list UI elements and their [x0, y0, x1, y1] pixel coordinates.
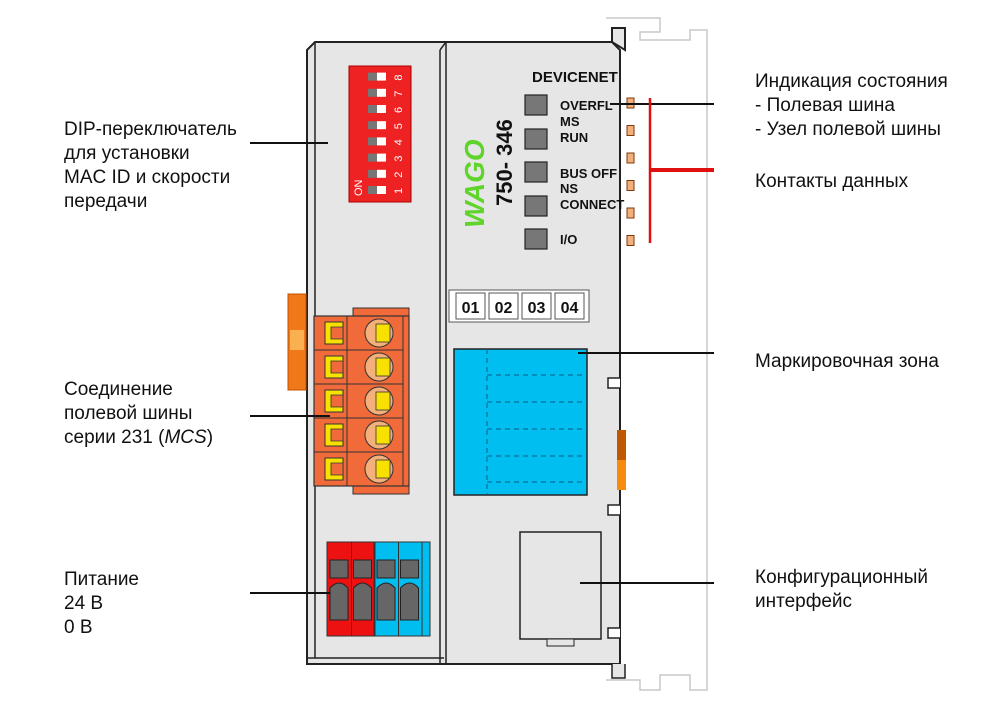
- dip-lever-3: [377, 153, 386, 162]
- led-label-ns: NS: [560, 181, 578, 196]
- bus-name-label: DEVICENET: [532, 69, 618, 86]
- dip-lever-off-8: [368, 72, 377, 81]
- dip-lever-1: [377, 186, 386, 194]
- power-terminals: [326, 541, 431, 637]
- led-label-connect: CONNECT: [560, 197, 624, 212]
- wago-logo: WAGO: [459, 139, 490, 228]
- led-overfl: [524, 94, 548, 116]
- fieldbus-terminal: [313, 307, 410, 495]
- dip-lever-off-3: [368, 153, 377, 162]
- led-group: OVERFL MS RUN BUS OFF NS CONNECT I/O: [524, 94, 624, 250]
- dip-lever-5: [377, 121, 386, 130]
- channel-label-04: 04: [561, 300, 579, 317]
- callout-dip-switch: DIP-переключатель для установки MAC ID и…: [64, 119, 237, 212]
- led-label-run: RUN: [560, 130, 588, 145]
- data-contacts: [626, 97, 635, 246]
- callout-marking-zone: Маркировочная зона: [755, 351, 939, 372]
- dip-lever-off-1: [368, 186, 377, 194]
- led-label-ms: MS: [560, 114, 580, 129]
- channel-label-02: 02: [495, 300, 513, 317]
- callout-fieldbus-mcs: MCS: [164, 427, 207, 448]
- led-label-overfl: OVERFL: [560, 98, 613, 113]
- dip-position-6: 6: [393, 107, 405, 113]
- channel-label-03: 03: [528, 300, 546, 317]
- channel-box-02: [488, 292, 519, 320]
- dip-lever-off-5: [368, 121, 377, 130]
- callout-fieldbus-end: ): [206, 427, 214, 448]
- led-label-io: I/O: [560, 232, 577, 247]
- callout-config-interface: Конфигурационный интерфейс: [755, 567, 929, 612]
- model-number: 750- 346: [492, 119, 517, 206]
- callout-power: Питание 24 В 0 В: [64, 569, 139, 638]
- channel-box-01: [455, 292, 486, 320]
- led-ms-run: [524, 128, 548, 150]
- data-contact-pad: [626, 180, 635, 191]
- config-interface: [519, 531, 602, 647]
- dip-on-label: ON: [353, 179, 365, 196]
- data-contacts-bracket: [648, 98, 714, 243]
- callout-data-contacts: Контакты данных: [755, 171, 909, 192]
- data-contact-pad: [626, 207, 635, 219]
- dip-position-4: 4: [393, 139, 405, 145]
- channel-label-strip: 01 02 03 04: [448, 289, 590, 323]
- power-terminal-button: [376, 559, 396, 579]
- dip-lever-off-2: [368, 169, 377, 178]
- dip-lever-7: [377, 88, 386, 97]
- led-ns-connect: [524, 195, 548, 217]
- dip-position-1: 1: [393, 188, 405, 194]
- dip-lever-2: [377, 169, 386, 178]
- power-terminal-slot-4: [400, 582, 419, 621]
- power-terminal-button: [353, 559, 372, 579]
- dip-lever-off-4: [368, 137, 377, 146]
- channel-box-03: [521, 292, 552, 320]
- channel-box-04: [554, 292, 585, 320]
- led-label-bus-off: BUS OFF: [560, 166, 617, 181]
- power-terminal-slot-2: [353, 582, 372, 621]
- right-orange-slider: [617, 430, 626, 460]
- led-bus-off: [524, 161, 548, 183]
- data-contact-pad: [626, 125, 635, 136]
- dip-lever-6: [377, 105, 386, 113]
- led-io: [524, 228, 548, 250]
- callout-status-indication: Индикация состояния - Полевая шина - Узе…: [755, 71, 948, 140]
- dip-lever-off-7: [368, 88, 377, 97]
- power-terminal-slot-3: [376, 582, 396, 621]
- dip-position-3: 3: [393, 155, 405, 161]
- dip-lever-4: [377, 137, 386, 146]
- power-terminal-button: [329, 559, 349, 579]
- dip-lever-off-6: [368, 105, 377, 113]
- channel-label-01: 01: [462, 300, 480, 317]
- data-contact-pad: [626, 152, 635, 164]
- leader-lines: [250, 103, 714, 594]
- power-terminal-button: [400, 559, 419, 579]
- data-contact-pad: [626, 235, 635, 246]
- dip-position-7: 7: [393, 91, 405, 97]
- dip-position-2: 2: [393, 172, 405, 178]
- dip-lever-8: [377, 72, 386, 81]
- marking-zone: [453, 348, 588, 496]
- din-rail-outline: [606, 17, 708, 691]
- callout-fieldbus-text: Соединение полевой шины серии 231 (: [64, 379, 193, 448]
- dip-switch: 1 2 3 4 5 6 7 8 ON: [348, 65, 412, 203]
- callout-fieldbus-connection: Соединение полевой шины серии 231 (MCS): [64, 378, 213, 450]
- dip-position-5: 5: [393, 123, 405, 129]
- dip-position-8: 8: [393, 74, 405, 80]
- power-terminal-slot-1: [329, 582, 349, 621]
